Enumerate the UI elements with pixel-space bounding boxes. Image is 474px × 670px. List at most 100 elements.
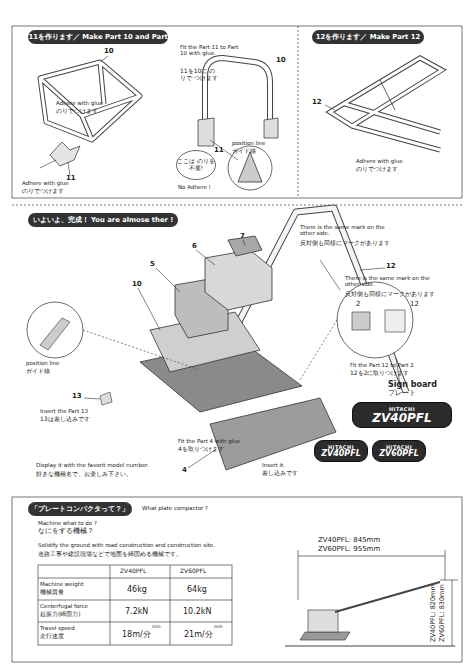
arrow-line bbox=[380, 80, 395, 110]
note-text: position line bbox=[26, 360, 59, 366]
callout-number: 6 bbox=[192, 242, 197, 250]
note-text: ZV60PFL: 830mm bbox=[439, 584, 446, 642]
leader-line bbox=[156, 268, 180, 292]
note-text: プレート bbox=[388, 390, 416, 397]
tube-fill bbox=[40, 62, 140, 140]
part-13 bbox=[100, 392, 112, 405]
leader-lines bbox=[83, 240, 400, 468]
part-11-piece bbox=[264, 118, 278, 138]
note-text: Insert it. bbox=[262, 462, 285, 468]
note-text: What plate compactor ? bbox=[142, 505, 208, 511]
sign-plate: HITACHIZV60PFL bbox=[372, 440, 426, 462]
callout-number: 12 bbox=[312, 98, 322, 106]
header-band: 10,11を作ります／ Make Part 10 and Part 11 bbox=[28, 30, 168, 44]
dimension-sketch bbox=[285, 550, 458, 646]
callout-number: 5 bbox=[150, 260, 155, 268]
spec-table bbox=[38, 565, 232, 645]
leader-line bbox=[360, 268, 385, 270]
part-11-shape bbox=[50, 142, 80, 166]
node-text: ここは のりを 不要! bbox=[176, 158, 216, 171]
panel-divider bbox=[12, 205, 462, 206]
note-text: 21m/分 bbox=[184, 630, 213, 639]
note-text: 10.2kN bbox=[183, 607, 211, 616]
table-line bbox=[38, 600, 232, 601]
panel-border bbox=[12, 26, 462, 198]
sketch-engine bbox=[308, 610, 338, 632]
note-text: There is the same mark on the other side… bbox=[300, 224, 400, 237]
note-text: Travel speed bbox=[40, 625, 75, 631]
header-band: 12を作ります／ Make Part 12 bbox=[312, 30, 424, 44]
note-text: Insert the Part 13 bbox=[40, 408, 88, 414]
note-text: Centerfugal force bbox=[40, 603, 88, 609]
note-text: ガイド線 bbox=[26, 368, 50, 375]
note-text: 道路工事や建設現場などで地面を締固める機械です。 bbox=[38, 551, 182, 558]
detail-part bbox=[385, 310, 405, 332]
note-bubble: ここは のりを 不要! bbox=[176, 150, 216, 180]
note-text: 18m/分 bbox=[122, 630, 151, 639]
sketch-plate bbox=[300, 632, 350, 640]
note-text: 7.2kN bbox=[125, 607, 148, 616]
table-line bbox=[110, 565, 111, 645]
note-text: min bbox=[214, 624, 223, 629]
note-text: Adhere with glue bbox=[356, 158, 403, 164]
detail-part bbox=[352, 312, 370, 330]
note-text: 反対側も同様にマークがあります bbox=[345, 291, 435, 298]
tube-fill bbox=[330, 58, 442, 150]
note-text: Solidify the ground with road constructi… bbox=[38, 542, 215, 548]
note-text: 4を取りつけます bbox=[178, 446, 224, 453]
note-text: ガイド線 bbox=[232, 148, 256, 155]
dimension-tick bbox=[298, 550, 299, 600]
dimension-line bbox=[452, 580, 453, 646]
dimension-line bbox=[298, 556, 445, 557]
panel-frames bbox=[12, 26, 462, 662]
note-text: Fit the Part 11 to Part 10 with glue. bbox=[180, 44, 242, 57]
leader-line bbox=[138, 288, 160, 330]
model-text: ZV60PFL bbox=[379, 450, 419, 458]
note-text: のりでつけます bbox=[356, 166, 398, 173]
note-text: Adhere with glue bbox=[56, 100, 103, 106]
note-text: Machine weight bbox=[40, 581, 83, 587]
table-border bbox=[38, 565, 232, 645]
note-text: Fit the Part 12 to Part 2 bbox=[350, 362, 414, 368]
table-line bbox=[38, 578, 232, 579]
table-line bbox=[170, 565, 171, 645]
note-text: のりでつけます bbox=[22, 188, 64, 195]
note-text: min bbox=[152, 624, 161, 629]
note-text: ZV60PFL: 955mm bbox=[318, 545, 380, 553]
note-text: ZV40PFL: 820mm bbox=[430, 584, 437, 642]
part-11-detail bbox=[238, 152, 262, 182]
leader-line bbox=[100, 56, 108, 62]
part-11-piece bbox=[198, 118, 214, 146]
note-text: 12を2に取りつけます bbox=[350, 370, 409, 377]
note-text: 46kg bbox=[127, 585, 147, 594]
note-text: No Adhere ! bbox=[178, 184, 211, 190]
engine-part-6 bbox=[205, 250, 272, 310]
note-text: 12 bbox=[410, 300, 419, 308]
callout-number: 11 bbox=[214, 146, 224, 154]
node-text: 12を作ります／ Make Part 12 bbox=[316, 32, 420, 42]
detail-part bbox=[40, 318, 70, 350]
panel-divider bbox=[298, 26, 299, 198]
header-band: いよいよ、完成！ You are almose ther ! bbox=[28, 213, 178, 227]
callout-number: 10 bbox=[132, 280, 142, 288]
tube-outline bbox=[40, 62, 140, 140]
dimension-tick bbox=[445, 550, 446, 580]
callout-number: 13 bbox=[72, 392, 82, 400]
note-text: なにをする機械？ bbox=[38, 528, 94, 535]
dimension-tick bbox=[440, 580, 458, 581]
part-10-frame bbox=[40, 56, 140, 140]
model-text: ZV40PFL bbox=[321, 450, 361, 458]
part-11-small bbox=[40, 142, 80, 176]
sketch-handle bbox=[335, 582, 440, 612]
note-text: 2 bbox=[356, 300, 360, 308]
note-text: position line bbox=[232, 140, 265, 146]
leader-line bbox=[84, 398, 100, 399]
note-text: 64kg bbox=[187, 585, 207, 594]
note-text: Display it with the favorit model number… bbox=[36, 462, 149, 468]
leader-line bbox=[196, 250, 215, 265]
note-text: There is the same mark on the other side… bbox=[345, 275, 445, 288]
bubble-shape bbox=[177, 151, 216, 180]
callout-number: 12 bbox=[386, 262, 396, 270]
note-text: 13は差し込みです bbox=[40, 416, 90, 423]
note-text: 走行速度 bbox=[40, 633, 64, 640]
